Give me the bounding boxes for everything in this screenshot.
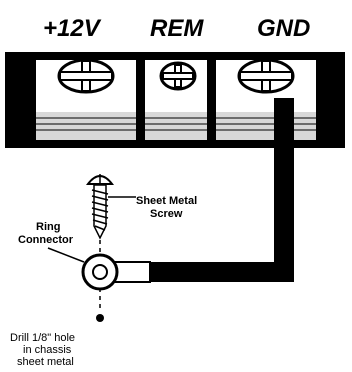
drill-callout-line-2: in chassis [23, 344, 72, 356]
screw-head-rem-icon [159, 61, 197, 91]
drill-callout-line-1: Drill 1/8" hole [10, 332, 75, 344]
screw-callout: Sheet Metal Screw [136, 195, 200, 220]
terminal-block [5, 52, 345, 148]
drill-hole-icon [96, 314, 104, 322]
terminal-label-plus12v: +12V [43, 15, 102, 42]
screw-callout-line-1: Sheet Metal [136, 195, 197, 207]
screw-head-gnd-icon [237, 58, 295, 94]
terminal-cell-plus12v [36, 58, 136, 140]
ring-callout: Ring Connector [18, 221, 74, 246]
terminal-label-rem: REM [150, 15, 204, 42]
ring-callout-line-1: Ring [36, 221, 60, 233]
terminal-label-gnd: GND [257, 15, 310, 42]
ring-callout-line-2: Connector [18, 234, 74, 246]
ring-connector-icon [81, 253, 151, 291]
sheet-metal-screw-icon [85, 174, 115, 240]
terminal-cell-gnd [216, 58, 316, 140]
screw-head-plus12v-icon [57, 58, 115, 94]
screw-callout-line-2: Screw [150, 208, 183, 220]
drill-callout: Drill 1/8" hole in chassis sheet metal [10, 332, 78, 368]
ring-leader-line [47, 247, 85, 263]
ground-wire [138, 98, 294, 282]
drill-callout-line-3: sheet metal [17, 356, 74, 368]
terminal-cell-rem [145, 60, 207, 140]
